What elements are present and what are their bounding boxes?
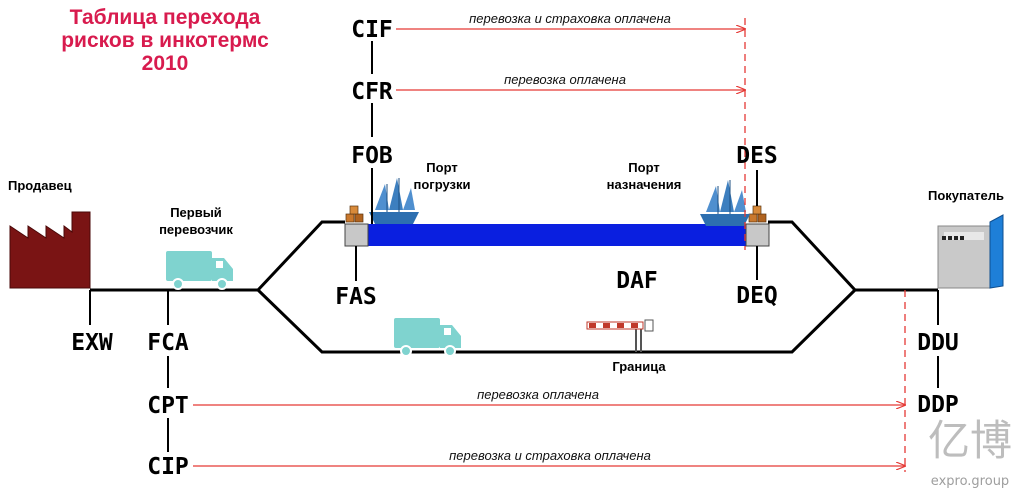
building-icon (937, 214, 1004, 289)
loading-port-label-line2: погрузки (414, 177, 471, 192)
border-barrier-icon (586, 319, 654, 352)
arrow-cip-label: перевозка и страховка оплачена (449, 448, 651, 463)
destination-port-label-line1: Порт (628, 160, 659, 175)
term-deq: DEQ (736, 283, 778, 309)
crates-destination-icon (748, 205, 767, 223)
watermark-chars: 亿博 (928, 416, 1012, 465)
term-cpt: CPT (147, 393, 189, 419)
arrow-cfr-label: перевозка оплачена (504, 72, 626, 87)
seller-label: Продавец (8, 178, 72, 193)
watermark: 亿博 expro.group (928, 416, 1012, 489)
ship-destination-icon (700, 180, 750, 226)
term-cip: CIP (147, 454, 189, 480)
loading-quay (344, 223, 369, 247)
diagram-title: Таблица перехода рисков в инкотермс 2010 (40, 6, 290, 75)
term-fas: FAS (335, 284, 377, 310)
border-label: Граница (612, 359, 666, 374)
destination-quay (745, 223, 770, 247)
sea-route (368, 224, 746, 246)
main-route (90, 220, 938, 354)
arrow-cif-label: перевозка и страховка оплачена (469, 11, 671, 26)
title-line-3: 2010 (141, 52, 189, 75)
term-ddp: DDP (917, 392, 959, 418)
first-carrier-label-line2: перевозчик (159, 222, 233, 237)
title-line-1: Таблица перехода (69, 6, 261, 29)
term-fob: FOB (351, 143, 393, 169)
arrow-cpt-label: перевозка оплачена (477, 387, 599, 402)
title-line-2: рисков в инкотермс (61, 29, 269, 52)
term-cfr: CFR (351, 79, 393, 105)
destination-port-label-line2: назначения (607, 177, 682, 192)
factory-icon (9, 211, 91, 289)
buyer-label: Покупатель (928, 188, 1004, 203)
term-des: DES (736, 143, 778, 169)
term-cif: CIF (351, 17, 393, 43)
crates-loading-icon (345, 205, 364, 223)
truck-first-carrier-icon (166, 251, 233, 290)
term-connectors (89, 41, 939, 452)
truck-road-icon (394, 318, 461, 357)
term-ddu: DDU (917, 330, 959, 356)
term-fca: FCA (147, 330, 189, 356)
watermark-site: expro.group (931, 474, 1009, 489)
term-daf: DAF (616, 268, 658, 294)
first-carrier-label-line1: Первый (170, 205, 222, 220)
term-exw: EXW (71, 330, 113, 356)
loading-port-label-line1: Порт (426, 160, 457, 175)
ship-loading-icon (369, 178, 419, 224)
